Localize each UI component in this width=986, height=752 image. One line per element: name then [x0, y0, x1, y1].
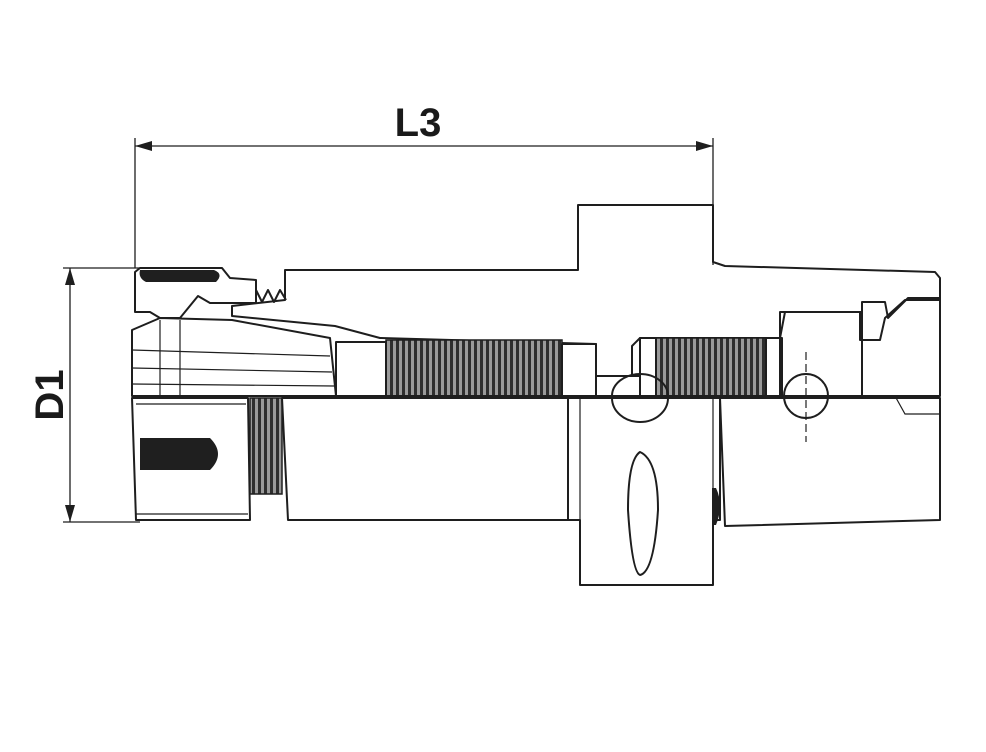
screw-thread-front	[385, 339, 563, 397]
seal-ring-top	[139, 270, 220, 282]
rear-bore	[779, 311, 863, 397]
section-view	[131, 204, 941, 415]
flange-hole	[712, 488, 720, 525]
dimension-d1: D1	[28, 267, 140, 523]
screw-thread-rear	[655, 337, 767, 397]
body-section	[231, 204, 941, 377]
screw-rear-collar	[639, 337, 657, 397]
clamp-nut-exterior	[131, 397, 251, 521]
dimension-l3-label: L3	[395, 101, 442, 145]
rear-taper	[719, 397, 941, 527]
keyway	[627, 451, 659, 576]
clamp-nut-section	[134, 267, 257, 319]
spanner-slot	[140, 438, 218, 470]
dimension-l3: L3	[134, 101, 714, 268]
flange	[567, 397, 721, 586]
screw-shank	[335, 341, 387, 397]
dimension-d1-label: D1	[28, 369, 72, 420]
rear-bore-groove	[861, 297, 941, 397]
exterior-thread	[249, 397, 283, 495]
front-shank	[281, 397, 569, 521]
nut-thread	[255, 289, 287, 303]
key-bore	[611, 373, 669, 397]
drive-notch	[611, 397, 669, 423]
exterior-view	[131, 352, 941, 586]
screw-collar	[561, 343, 597, 397]
